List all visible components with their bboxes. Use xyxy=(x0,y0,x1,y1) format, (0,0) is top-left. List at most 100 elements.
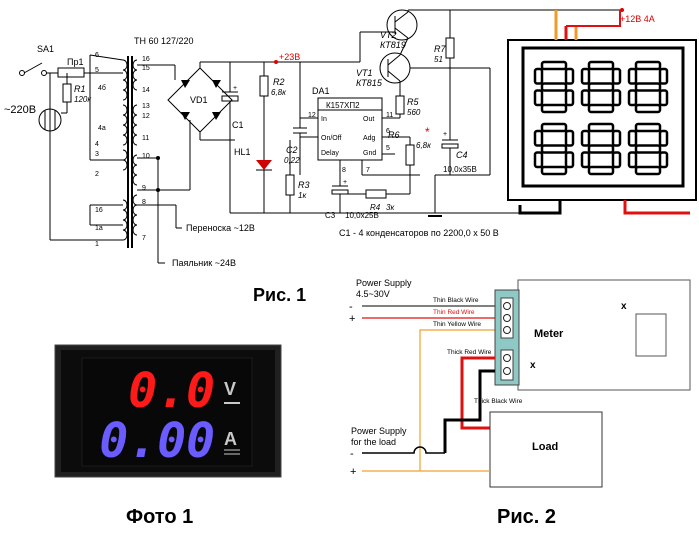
vt2-symbol xyxy=(386,9,418,41)
r4-symbol xyxy=(365,189,387,199)
r3-value: 1к xyxy=(298,191,307,200)
pin-2: 2 xyxy=(95,171,99,178)
ic-num-7: 7 xyxy=(366,167,370,174)
pin-4: 4 xyxy=(95,141,99,148)
thin-black-wire-label: Thin Black Wire xyxy=(433,297,479,304)
vt1-symbol xyxy=(379,52,411,84)
vt1-value: КТ815 xyxy=(356,78,383,88)
meter-x-1: x xyxy=(621,301,627,312)
thick-black-wire-label: Thick Black Wire xyxy=(474,398,523,405)
pin-4a: 4а xyxy=(98,125,106,132)
r1-symbol xyxy=(62,83,72,103)
photo-meter: 0.0 0.00 V A xyxy=(54,344,282,478)
fuse-symbol xyxy=(57,67,85,78)
fig1-caption: Рис. 1 xyxy=(253,285,306,305)
pin-16b: 16 xyxy=(95,207,103,214)
mains-socket-symbol xyxy=(38,108,62,132)
pin-6: 6 xyxy=(95,52,99,59)
pin-16: 16 xyxy=(142,56,150,63)
r6-star: * xyxy=(425,125,430,139)
pin-9: 9 xyxy=(142,185,146,192)
r3-symbol xyxy=(285,174,295,196)
load-ps-plus: + xyxy=(350,466,356,478)
meter-label: Meter xyxy=(534,328,564,340)
ic-pin-adg: Adg xyxy=(363,135,376,142)
hl1-led-symbol xyxy=(256,160,272,170)
pin-7: 7 xyxy=(142,235,146,242)
ic-num-8: 8 xyxy=(342,167,346,174)
pin-10: 10 xyxy=(142,153,150,160)
seven-segment-digit xyxy=(533,122,575,176)
load-box xyxy=(489,411,603,488)
output-label: +12В 4А xyxy=(620,14,655,24)
amp-unit: A xyxy=(224,429,237,449)
r1-name: R1 xyxy=(74,84,86,94)
seven-segment-digit xyxy=(627,122,669,176)
c4-symbol xyxy=(441,143,459,149)
ps-label: Power Supply xyxy=(356,278,412,288)
portable-label: Переноска ~12В xyxy=(186,223,255,233)
seven-segment-digit xyxy=(580,60,622,114)
seven-segment-digit xyxy=(580,122,622,176)
ic-pin-delay: Delay xyxy=(321,150,339,157)
transformer-symbol xyxy=(122,56,138,248)
r4-name: R4 xyxy=(370,203,381,212)
ic-num-5: 5 xyxy=(386,145,390,152)
fuse-label: Пр1 xyxy=(67,57,83,67)
thin-yellow-wire-label: Thin Yellow Wire xyxy=(433,321,481,328)
meter-digits xyxy=(533,60,669,176)
ps-load-label-1: Power Supply xyxy=(351,426,407,436)
current-reading: 0.00 xyxy=(99,413,215,469)
pin-15: 15 xyxy=(142,65,150,72)
ps-minus: - xyxy=(349,301,353,313)
r4-value: 3к xyxy=(386,203,395,212)
ic-pin-out: Out xyxy=(363,116,374,123)
thick-red-wire-label: Thick Red Wire xyxy=(447,349,492,356)
r5-name: R5 xyxy=(407,97,419,107)
ic-symbol xyxy=(317,97,383,161)
c3-plus: + xyxy=(343,179,347,186)
pin-4b: 4б xyxy=(98,84,106,92)
r6-value: 6,8к xyxy=(416,141,432,150)
r7-name: R7 xyxy=(434,44,446,54)
ic-num-12: 12 xyxy=(308,112,316,119)
pin-1: 1 xyxy=(95,241,99,248)
seven-segment-digit xyxy=(627,60,669,114)
c1-label: C1 xyxy=(232,120,244,130)
pin-12: 12 xyxy=(142,113,150,120)
c1-plus: + xyxy=(233,85,237,92)
c2-value: 0,22 xyxy=(284,156,300,165)
ps-range: 4.5~30V xyxy=(356,289,390,299)
c2-name: C2 xyxy=(286,145,298,155)
v23-label: +23В xyxy=(279,52,300,62)
c3-symbol xyxy=(331,189,349,195)
r6-symbol xyxy=(405,144,415,166)
solder-label: Паяльник ~24В xyxy=(172,258,236,268)
r5-value: 560 xyxy=(407,108,421,117)
fig2-caption: Рис. 2 xyxy=(497,506,556,528)
thin-red-wire-label: Thin Red Wire xyxy=(433,309,475,316)
da1-label: DA1 xyxy=(312,86,330,96)
r5-symbol xyxy=(395,95,405,115)
load-ps-minus: - xyxy=(350,448,354,460)
r1-value: 120к xyxy=(74,95,92,104)
c3-value: 10,0x25В xyxy=(345,211,379,220)
c4-plus: + xyxy=(443,131,447,138)
hl1-label: HL1 xyxy=(234,147,251,157)
r7-value: 51 xyxy=(434,55,443,64)
transformer-label: ТН 60 127/220 xyxy=(134,36,194,46)
pin-8: 8 xyxy=(142,199,146,206)
voltage-reading: 0.0 xyxy=(128,363,215,419)
meter-x-2: x xyxy=(530,360,536,371)
pin-13: 13 xyxy=(142,103,150,110)
r6-name: R6 xyxy=(388,130,400,140)
meter-window xyxy=(635,313,667,357)
pin-5: 5 xyxy=(95,67,99,74)
volt-unit: V xyxy=(224,379,236,399)
ps-plus: + xyxy=(349,313,355,325)
ic-pin-onoff: On/Off xyxy=(321,135,342,142)
voltmeter-module xyxy=(507,39,697,201)
pin-14: 14 xyxy=(142,87,150,94)
schematic: SA1 Пр1 ~220В R1 120к ТН 60 127/220 xyxy=(4,8,697,268)
